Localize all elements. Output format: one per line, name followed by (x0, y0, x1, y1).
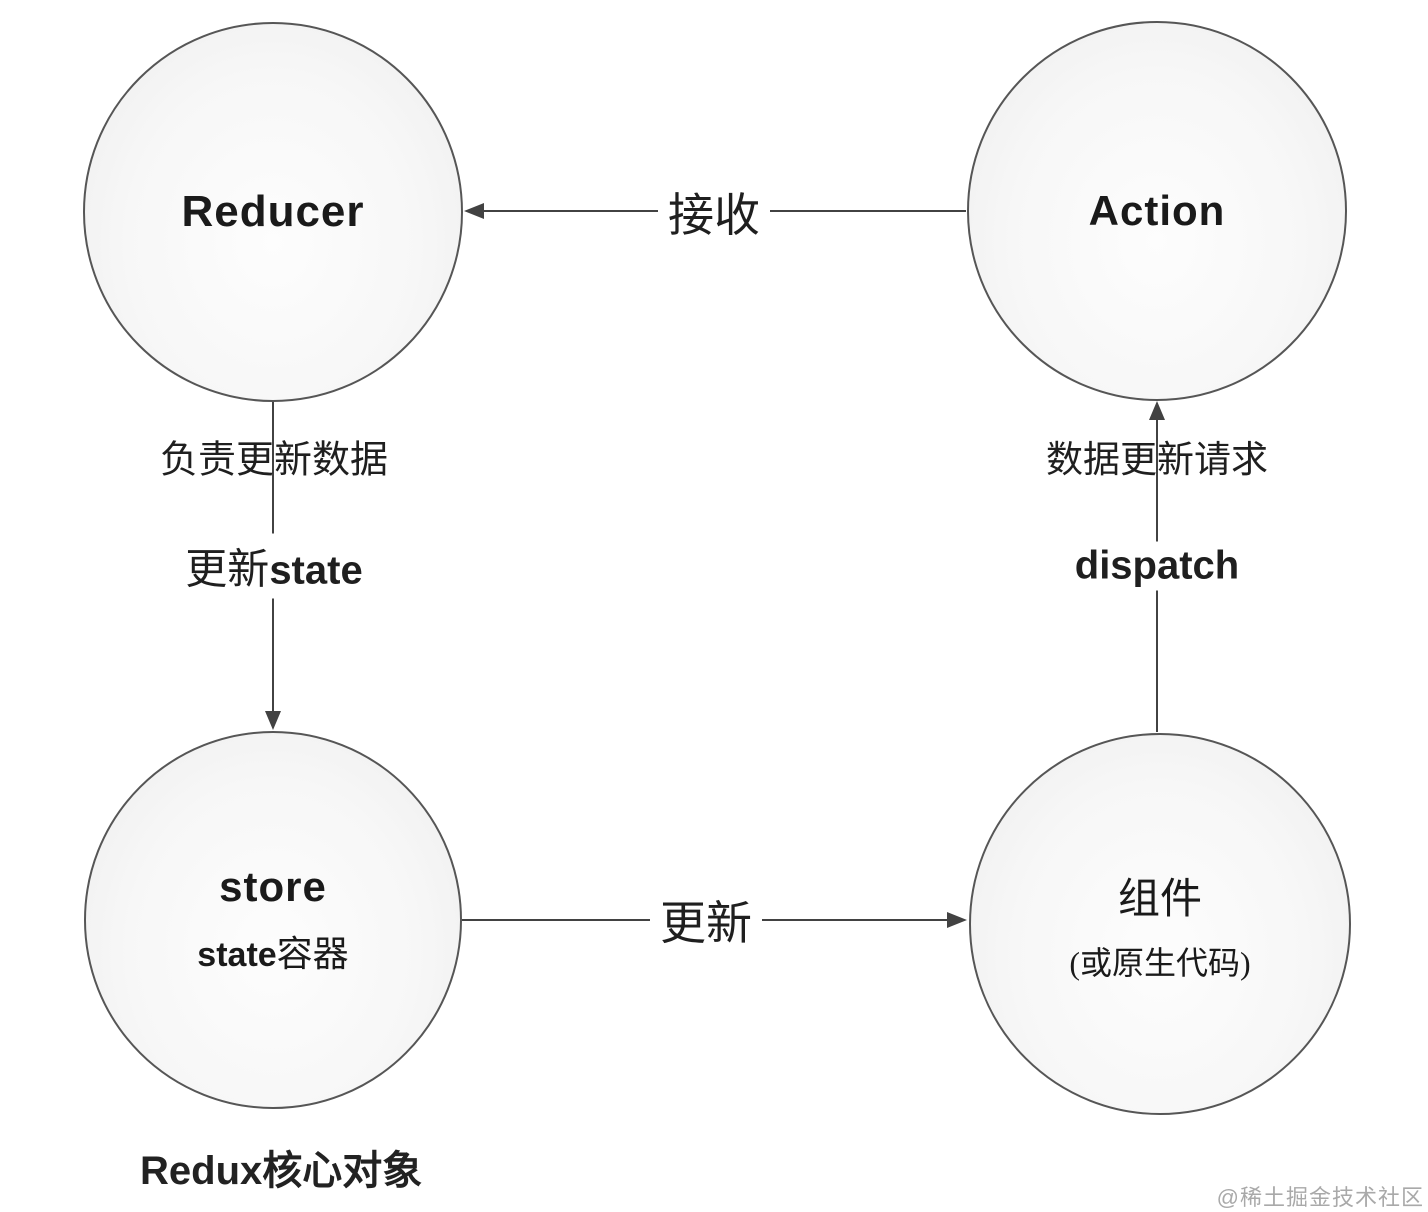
store-subtitle-en: state (197, 936, 277, 974)
component-subtitle: (或原生代码) (1069, 944, 1251, 981)
edge-note-data-update-request: 数据更新请求 (1046, 440, 1268, 481)
component-title: 组件 (1117, 876, 1202, 923)
edge-note-updates-data: 负责更新数据 (159, 439, 389, 482)
action-label: Action (1088, 187, 1226, 234)
edge-label-update-state-en: state (269, 548, 363, 593)
store-subtitle: state容器 (197, 925, 348, 977)
caption-cn: 核心对象 (262, 1149, 423, 1193)
reducer-label: Reducer (181, 187, 365, 236)
edge-label-update-state-cn: 更新 (185, 547, 270, 594)
diagram-caption: Redux核心对象 (140, 1138, 422, 1196)
node-reducer: Reducer (83, 22, 463, 402)
edge-label-update: 更新 (650, 885, 762, 955)
edge-label-receive: 接收 (658, 177, 770, 247)
node-action: Action (967, 21, 1347, 401)
edge-label-dispatch: dispatch (1064, 541, 1250, 591)
node-store: store state容器 (84, 731, 462, 1109)
store-subtitle-cn: 容器 (276, 934, 349, 974)
caption-en: Redux (140, 1149, 263, 1193)
node-component: 组件 (或原生代码) (969, 733, 1351, 1115)
store-title: store (219, 863, 327, 910)
edge-label-update-state: 更新state (175, 533, 373, 599)
watermark: @稀土掘金技术社区 (1216, 1185, 1424, 1210)
